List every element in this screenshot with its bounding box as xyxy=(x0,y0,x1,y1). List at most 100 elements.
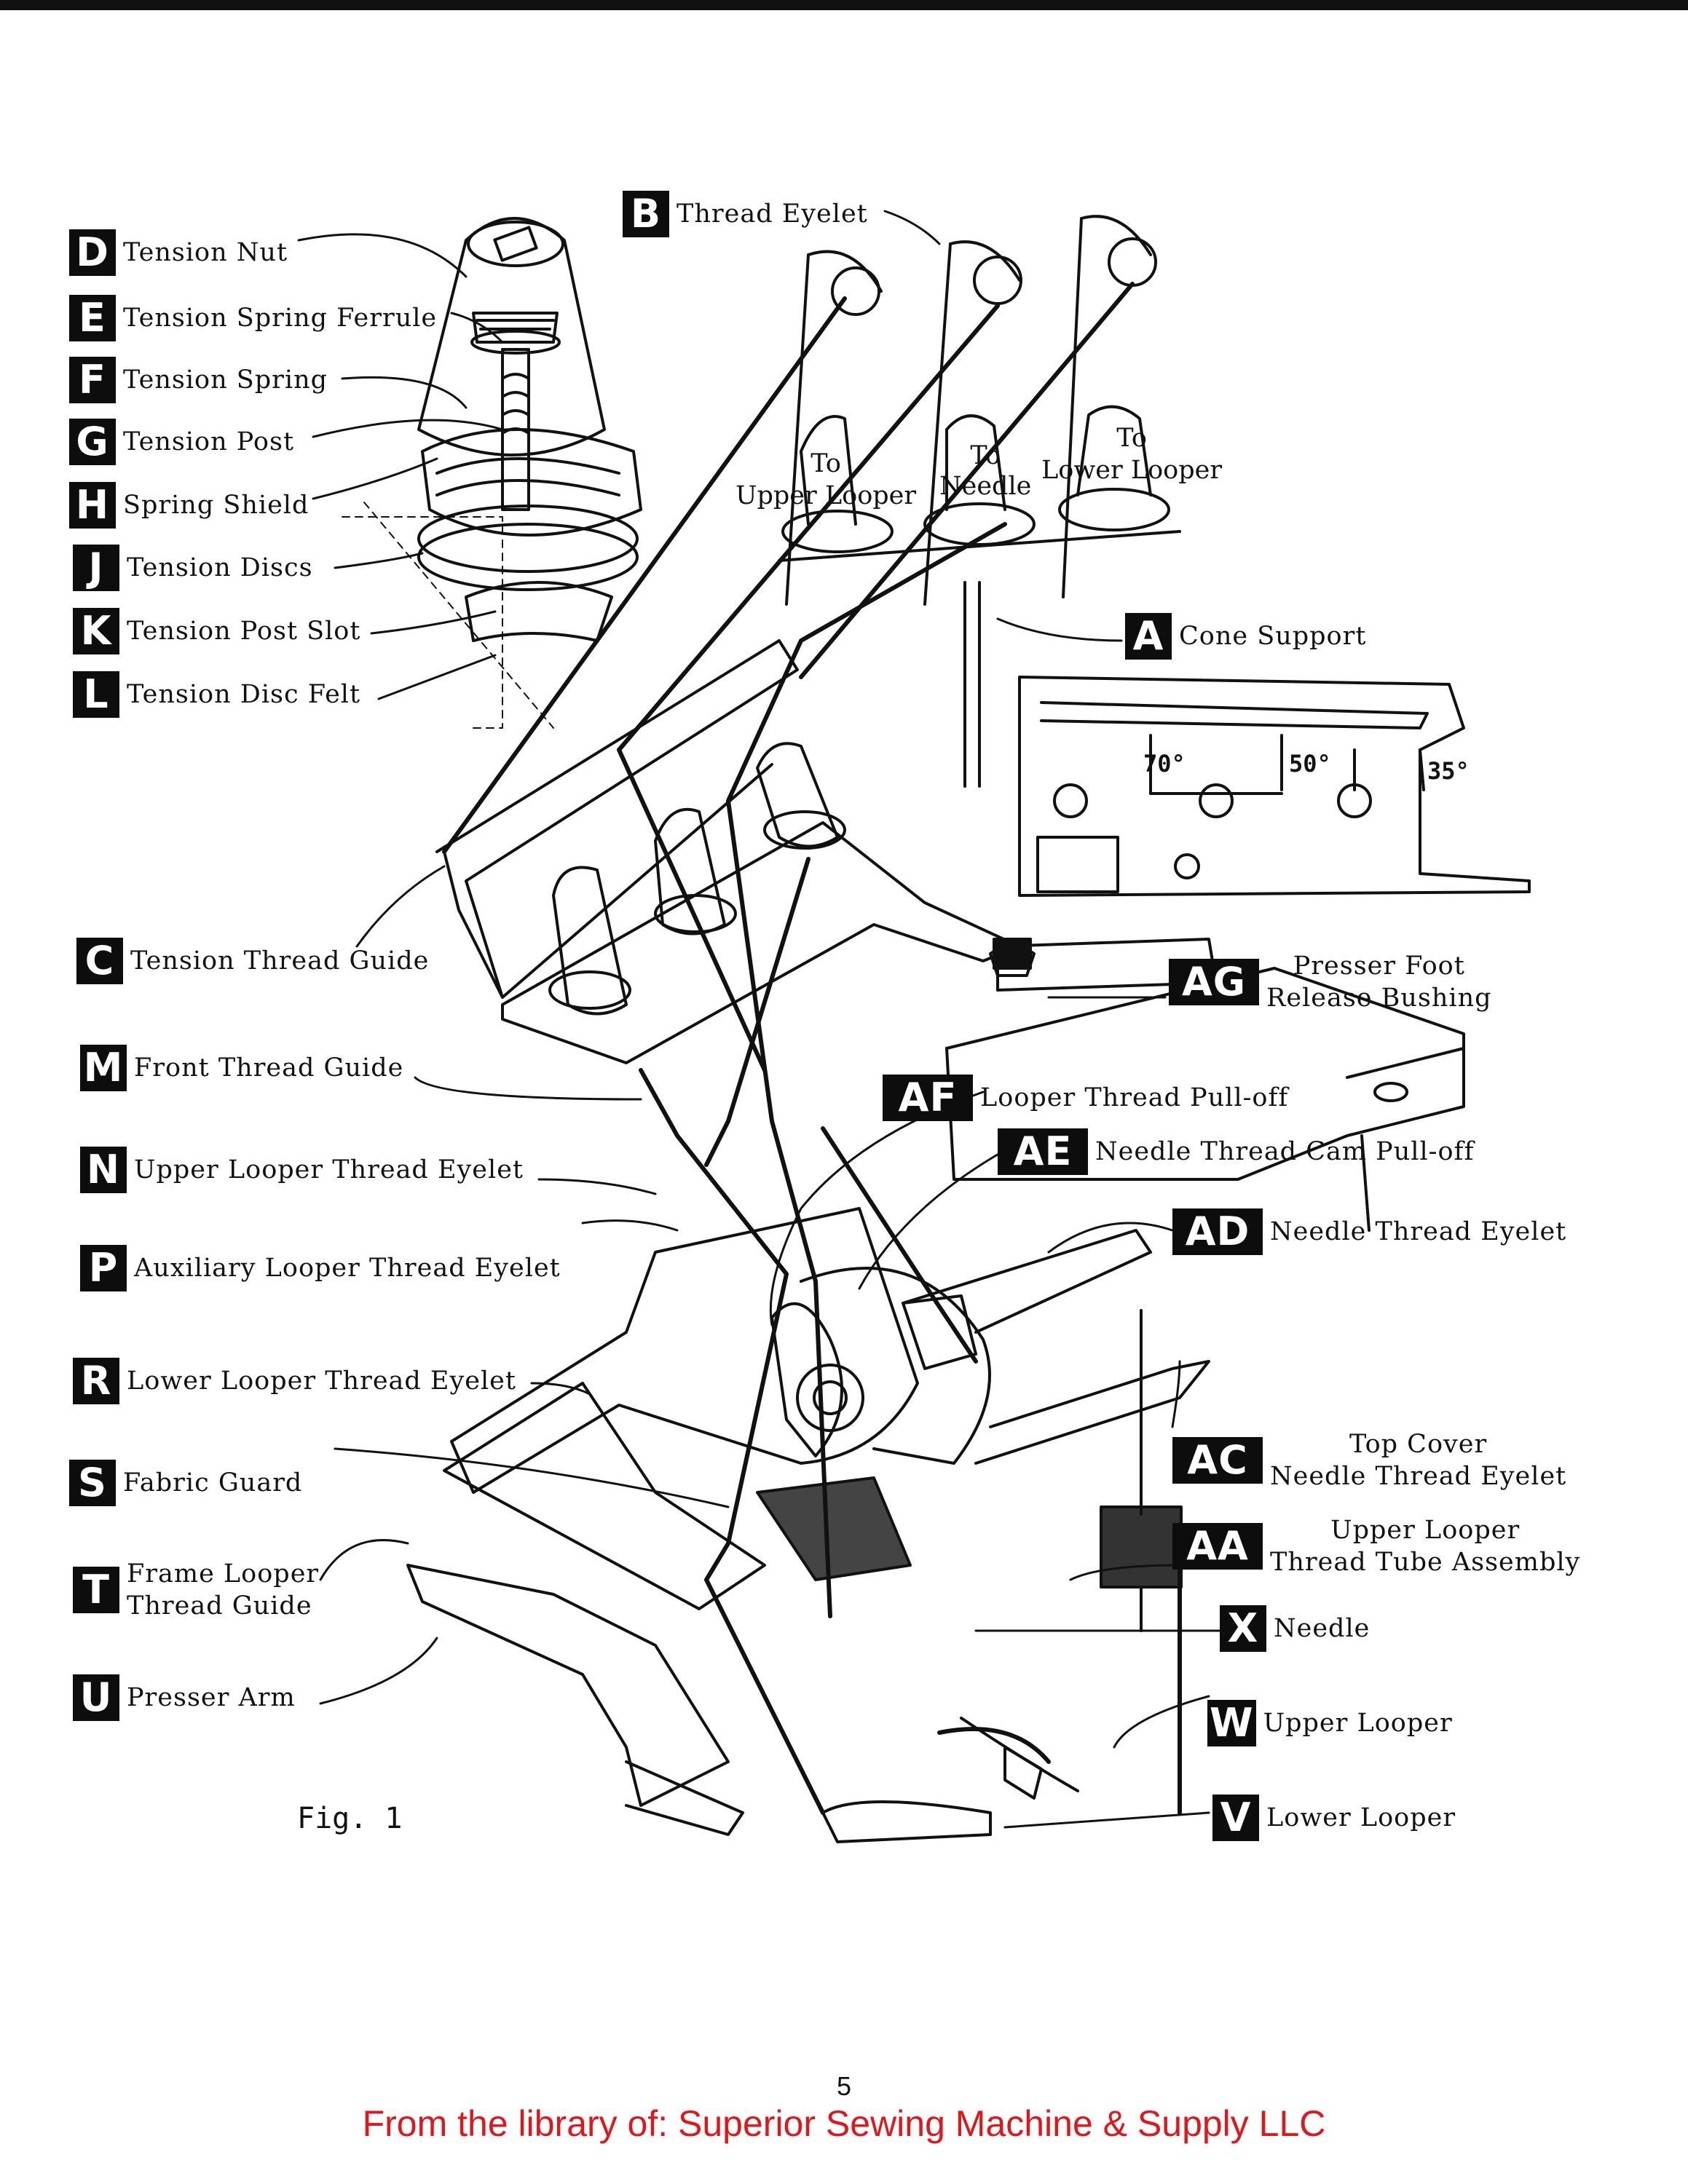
badge-ae: AE xyxy=(998,1128,1088,1175)
label-aa-upper-looper-thread-tube-assembly: AA Upper Looper Thread Tube Assembly xyxy=(1172,1514,1580,1578)
label-m-front-thread-guide: M Front Thread Guide xyxy=(80,1045,403,1091)
machine-body-illustration xyxy=(406,639,1465,1843)
label-ac-top-cover-needle-thread-eyelet: AC Top Cover Needle Thread Eyelet xyxy=(1172,1428,1566,1492)
label-u-presser-arm: U Presser Arm xyxy=(73,1674,296,1721)
label-k-tension-post-slot: K Tension Post Slot xyxy=(73,608,360,654)
leader-lines xyxy=(297,210,1225,1829)
label-text: Needle xyxy=(1274,1614,1370,1643)
label-text-line1: Top Cover xyxy=(1349,1430,1488,1459)
cone-label-line2: Needle xyxy=(939,472,1032,501)
cone-label-needle: To Needle xyxy=(939,440,1031,502)
badge-m: M xyxy=(80,1045,127,1091)
label-l-tension-disc-felt: L Tension Disc Felt xyxy=(73,671,360,718)
label-ad-needle-thread-eyelet: AD Needle Thread Eyelet xyxy=(1172,1208,1566,1255)
thread-paths xyxy=(442,282,1182,1815)
badge-b: B xyxy=(623,191,669,237)
label-text-line2: Release Bushing xyxy=(1266,984,1492,1013)
cone-label-line1: To xyxy=(811,449,841,478)
label-text: Needle Thread Eyelet xyxy=(1270,1217,1567,1246)
badge-j: J xyxy=(73,545,119,591)
cone-label-line2: Upper Looper xyxy=(735,481,917,510)
badge-f: F xyxy=(69,357,116,403)
badge-c: C xyxy=(76,938,123,984)
badge-ad: AD xyxy=(1172,1208,1263,1255)
badge-g: G xyxy=(69,419,116,465)
badge-r: R xyxy=(73,1358,119,1404)
label-text-line2: Thread Tube Assembly xyxy=(1270,1548,1581,1577)
badge-a: A xyxy=(1125,613,1172,660)
label-ag-presser-foot-release-bushing: AG Presser Foot Release Bushing xyxy=(1169,950,1492,1014)
badge-l: L xyxy=(73,671,119,718)
badge-ag: AG xyxy=(1169,959,1259,1005)
label-text: Tension Spring Ferrule xyxy=(123,304,438,333)
badge-v: V xyxy=(1212,1795,1259,1841)
label-d-tension-nut: D Tension Nut xyxy=(69,229,288,276)
label-text: Needle Thread Cam Pull-off xyxy=(1095,1137,1475,1166)
label-c-tension-thread-guide: C Tension Thread Guide xyxy=(76,938,429,984)
cone-label-lower-looper: To Lower Looper xyxy=(1041,422,1222,486)
label-f-tension-spring: F Tension Spring xyxy=(69,357,328,403)
label-v-lower-looper: V Lower Looper xyxy=(1212,1795,1456,1841)
label-text: Auxiliary Looper Thread Eyelet xyxy=(134,1254,561,1283)
badge-s: S xyxy=(69,1460,116,1506)
label-text: Tension Disc Felt xyxy=(127,680,361,709)
label-s-fabric-guard: S Fabric Guard xyxy=(69,1460,302,1506)
label-text: Tension Post Slot xyxy=(127,617,361,646)
label-t-frame-looper-thread-guide: T Frame Looper Thread Guide xyxy=(73,1558,319,1622)
label-text: Thread Eyelet xyxy=(677,199,868,229)
label-r-lower-looper-thread-eyelet: R Lower Looper Thread Eyelet xyxy=(73,1358,516,1404)
label-text: Tension Thread Guide xyxy=(130,946,430,976)
label-text: Looper Thread Pull-off xyxy=(980,1083,1289,1112)
label-text: Tension Discs xyxy=(127,553,313,582)
angle-50-label: 50° xyxy=(1289,750,1331,778)
label-text: Spring Shield xyxy=(123,491,309,520)
badge-w: W xyxy=(1207,1700,1256,1746)
badge-af: AF xyxy=(883,1075,973,1121)
label-e-tension-spring-ferrule: E Tension Spring Ferrule xyxy=(69,295,437,341)
label-text: Lower Looper Thread Eyelet xyxy=(127,1366,516,1396)
library-footer: From the library of: Superior Sewing Mac… xyxy=(362,2103,1326,2144)
badge-e: E xyxy=(69,295,116,341)
thread-stand-illustration xyxy=(778,215,1181,788)
label-text-line1: Presser Foot xyxy=(1293,951,1465,981)
angle-70-label: 70° xyxy=(1143,750,1186,778)
label-text: Upper Looper Thread Eyelet xyxy=(134,1155,524,1184)
cone-label-line2: Lower Looper xyxy=(1041,456,1223,485)
label-text: Upper Looper xyxy=(1263,1709,1453,1738)
label-text: Cone Support xyxy=(1179,622,1367,651)
label-text: Tension Post xyxy=(123,427,295,456)
label-x-needle: X Needle xyxy=(1220,1605,1370,1652)
label-text-line1: Upper Looper xyxy=(1330,1516,1521,1545)
label-ae-needle-thread-cam-pull-off: AE Needle Thread Cam Pull-off xyxy=(998,1128,1474,1175)
label-text: Front Thread Guide xyxy=(134,1053,404,1083)
badge-x: X xyxy=(1220,1605,1266,1652)
label-text: Presser Arm xyxy=(127,1683,296,1712)
badge-ac: AC xyxy=(1172,1437,1263,1484)
label-text: Fabric Guard xyxy=(123,1468,303,1497)
label-b-thread-eyelet: B Thread Eyelet xyxy=(623,191,868,237)
cone-label-line1: To xyxy=(970,441,1001,470)
angle-35-label: 35° xyxy=(1427,757,1470,785)
label-text: Lower Looper xyxy=(1266,1803,1456,1832)
badge-n: N xyxy=(80,1147,127,1193)
page-number: 5 xyxy=(836,2071,852,2101)
badge-t: T xyxy=(73,1567,119,1613)
badge-aa: AA xyxy=(1172,1523,1263,1570)
tension-assembly-illustration xyxy=(342,217,642,729)
label-text: Tension Spring xyxy=(123,365,328,395)
label-w-upper-looper: W Upper Looper xyxy=(1207,1700,1453,1746)
top-border xyxy=(0,0,1688,10)
label-h-spring-shield: H Spring Shield xyxy=(69,482,309,529)
badge-u: U xyxy=(73,1674,119,1721)
label-af-looper-thread-pull-off: AF Looper Thread Pull-off xyxy=(883,1075,1288,1121)
label-n-upper-looper-thread-eyelet: N Upper Looper Thread Eyelet xyxy=(80,1147,524,1193)
badge-p: P xyxy=(80,1245,127,1291)
label-text-line2: Needle Thread Eyelet xyxy=(1270,1462,1567,1491)
label-g-tension-post: G Tension Post xyxy=(69,419,294,465)
badge-h: H xyxy=(69,482,116,529)
label-text: Tension Nut xyxy=(123,238,288,267)
angle-plate-illustration xyxy=(1018,676,1531,897)
badge-d: D xyxy=(69,229,116,276)
label-j-tension-discs: J Tension Discs xyxy=(73,545,313,591)
